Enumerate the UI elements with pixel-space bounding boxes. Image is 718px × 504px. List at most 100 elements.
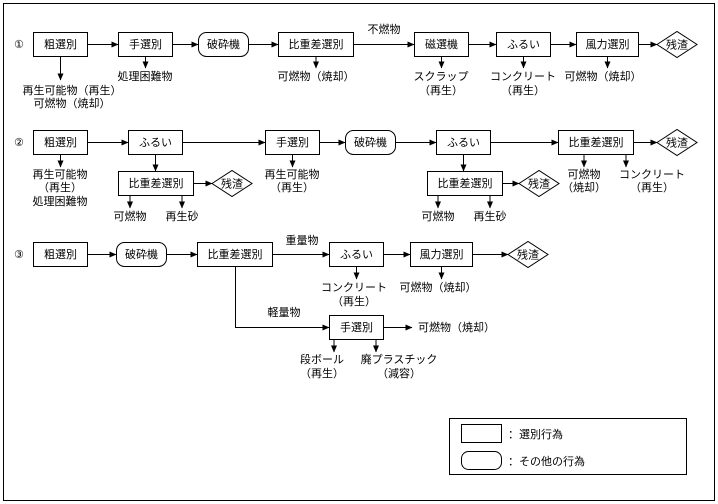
flow-3-label-g4: 廃プラスチック <box>361 352 438 366</box>
flow-2-box-b2-label: 比重差選別 <box>129 176 184 190</box>
flow-1-label-b1: 処理困難物 <box>118 69 173 83</box>
flow-3-box-b-label: 破砕機 <box>125 247 158 261</box>
flow-1-residue-label: 残渣 <box>666 38 688 52</box>
flow-3-residue-label: 残渣 <box>517 248 539 262</box>
flow-1-box-c <box>198 32 249 57</box>
flow-1-label-g1: 可燃物（焼却） <box>565 69 642 83</box>
flow-1-box-f-label: ふるい <box>507 38 540 51</box>
flow-1-box-b <box>118 32 173 57</box>
flow-2-box-d <box>345 130 396 155</box>
flow-3-box-c <box>197 242 273 267</box>
flow-1-label-d1: 可燃物（焼却） <box>278 69 355 83</box>
flow-1-residue <box>656 30 698 59</box>
flow-2-residue-3 <box>656 128 698 157</box>
flow-2-box-e-label: ふるい <box>447 136 480 149</box>
flow-1-box-a-label: 粗選別 <box>44 38 77 51</box>
flow-2: ② 粗選別 ふるい 比重差選別 残渣 手選別 破砕機 ふるい 比重差選別 残渣 … <box>14 128 698 223</box>
flow-3-box-g <box>329 315 384 340</box>
flow-1: ① 粗選別 手選別 破砕機 比重差選別 磁選機 ふるい 風力選別 残渣 <box>14 22 698 110</box>
flow-2-label-a1: 再生可能物 <box>33 167 88 181</box>
legend-sorting-label: ：選別行為 <box>508 427 563 441</box>
flow-2-box-a-label: 粗選別 <box>44 136 77 149</box>
flow-2-box-b2 <box>118 171 194 196</box>
flow-2-label-e2a: 可燃物 <box>422 209 455 223</box>
legend-other-label: ：その他の行為 <box>508 454 585 468</box>
flow-3-label-heavy: 重量物 <box>286 233 319 247</box>
flow-1-label-de: 不燃物 <box>368 22 401 36</box>
flow-3-box-d-label: ふるい <box>340 248 373 261</box>
flow-1-number: ① <box>14 38 24 51</box>
flow-3-label-g1: 可燃物（焼却） <box>418 320 495 334</box>
flow-1-box-f <box>496 32 551 57</box>
flow-2-residue-1 <box>211 169 253 198</box>
legend-other-swatch <box>461 451 502 470</box>
flow-3-arrow-c-g <box>235 267 330 331</box>
flow-2-label-f2: （焼却） <box>562 181 606 194</box>
flow-2-label-b2a: 可燃物 <box>114 209 147 223</box>
flow-3-box-a-label: 粗選別 <box>44 248 77 261</box>
flow-3-box-g-label: 手選別 <box>340 320 373 334</box>
flow-2-label-f1: 可燃物 <box>568 167 601 181</box>
flow-2-box-b-label: ふるい <box>139 136 172 149</box>
flow-2-box-a <box>33 130 88 155</box>
flow-2-box-e2 <box>427 171 503 196</box>
flow-3-label-light: 軽量物 <box>268 305 301 319</box>
flow-1-label-e2: （再生） <box>419 83 463 97</box>
flow-3-box-b <box>116 242 167 267</box>
flow-2-label-e2b: 再生砂 <box>474 209 507 223</box>
flow-3-label-g3: （再生） <box>300 366 344 380</box>
flow-3-box-a <box>33 242 88 267</box>
flow-2-number: ② <box>14 136 24 149</box>
flow-1-box-e-label: 磁選機 <box>425 37 458 51</box>
flow-3-box-e-label: 風力選別 <box>420 248 464 261</box>
flow-2-residue-2-label: 残渣 <box>528 177 550 191</box>
legend: ：選別行為 ：その他の行為 <box>449 418 687 475</box>
flow-2-box-e2-label: 比重差選別 <box>438 176 493 190</box>
flow-1-label-a2: 可燃物（焼却） <box>34 96 111 110</box>
flow-3-box-e <box>410 242 473 267</box>
legend-sorting-swatch <box>461 424 502 443</box>
flow-2-label-a3: 処理困難物 <box>33 194 88 208</box>
flow-1-box-g <box>576 32 639 57</box>
flow-2-residue-2 <box>518 169 560 198</box>
flow-2-box-c-label: 手選別 <box>276 135 309 149</box>
flow-2-label-b2b: 再生砂 <box>166 209 199 223</box>
flow-2-label-c1: 再生可能物 <box>265 167 320 181</box>
flow-1-label-f2: （再生） <box>501 83 545 97</box>
flow-3-number: ③ <box>14 248 24 261</box>
flow-1-box-e <box>414 32 469 57</box>
flow-3-label-e1: 可燃物（焼却） <box>400 280 477 294</box>
flow-3-label-d1: コンクリート <box>321 281 387 294</box>
legend-frame <box>449 418 687 475</box>
flow-3-box-d <box>329 242 384 267</box>
flow-3-label-g2: 段ボール <box>300 352 344 366</box>
flow-2-residue-3-label: 残渣 <box>666 136 688 150</box>
flow-1-box-d-label: 比重差選別 <box>289 37 344 51</box>
flow-3-residue <box>507 240 549 269</box>
flow-1-box-d <box>278 32 354 57</box>
diagram-border <box>3 3 715 501</box>
flow-2-box-f <box>558 130 634 155</box>
flow-2-label-f4: （再生） <box>630 180 674 194</box>
flow-2-label-c2: （再生） <box>270 180 314 194</box>
flow-2-residue-1-label: 残渣 <box>221 177 243 191</box>
flow-1-label-e1: スクラップ <box>414 70 469 83</box>
flow-3: ③ 粗選別 破砕機 比重差選別 ふるい 風力選別 残渣 手選別 重量物 軽量物 <box>14 233 549 380</box>
flow-2-box-b <box>128 130 183 155</box>
flow-1-box-a <box>33 32 88 57</box>
flow-1-box-c-label: 破砕機 <box>207 37 240 51</box>
flow-2-box-d-label: 破砕機 <box>354 135 387 149</box>
flow-1-box-b-label: 手選別 <box>129 37 162 51</box>
flow-2-label-a2: （再生） <box>38 180 82 194</box>
flow-3-label-g5: （減容） <box>377 366 421 380</box>
flow-2-label-f3: コンクリート <box>619 168 685 181</box>
flow-3-label-d2: （再生） <box>332 294 376 308</box>
flow-2-box-e <box>436 130 491 155</box>
flow-2-box-c <box>265 130 320 155</box>
flow-2-box-f-label: 比重差選別 <box>569 135 624 149</box>
flow-1-label-f1: コンクリート <box>490 70 556 83</box>
flow-3-box-c-label: 比重差選別 <box>208 247 263 261</box>
flow-1-label-a1: 再生可能物（再生） <box>23 83 122 97</box>
flow-1-box-g-label: 風力選別 <box>586 38 630 51</box>
